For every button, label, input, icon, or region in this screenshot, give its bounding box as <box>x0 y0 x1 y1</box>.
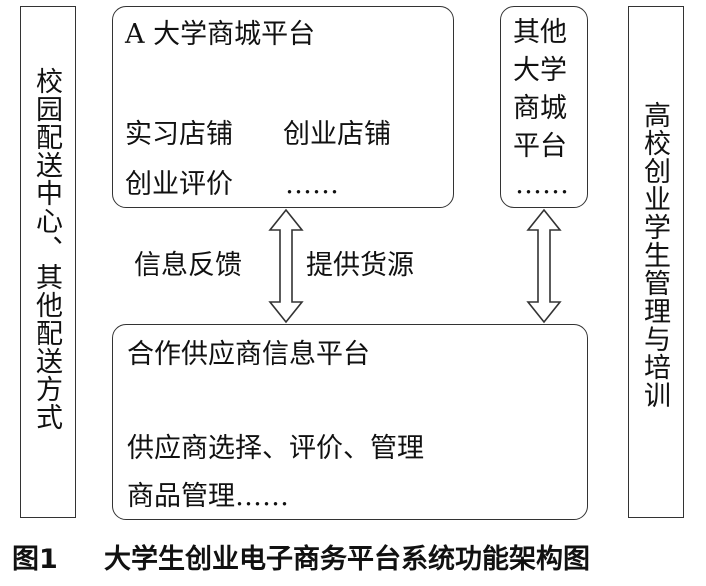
mall-a-item-internship-store: 实习店铺 <box>125 119 233 150</box>
right-panel-text: 高校创业学生管理与培训 <box>639 101 670 409</box>
supplier-line-2: 商品管理…… <box>127 481 289 512</box>
double-arrow-left <box>268 208 304 324</box>
supplier-box: 合作供应商信息平台 供应商选择、评价、管理 商品管理…… <box>112 324 588 520</box>
supplier-line-1: 供应商选择、评价、管理 <box>127 433 424 464</box>
double-arrow-right <box>526 208 562 324</box>
label-supply-goods: 提供货源 <box>306 250 414 281</box>
figure-label: 图1 <box>12 544 58 575</box>
other-mall-line-3: 商城 <box>513 93 567 124</box>
label-info-feedback: 信息反馈 <box>134 250 242 281</box>
other-mall-line-2: 大学 <box>513 55 567 86</box>
mall-a-item-startup-store: 创业店铺 <box>283 119 391 150</box>
other-mall-line-4: 平台 <box>513 131 567 162</box>
other-mall-line-5: …… <box>515 169 569 200</box>
left-panel-text: 校园配送中心、其他配送方式 <box>31 67 62 431</box>
mall-a-item-ellipsis: …… <box>285 169 339 200</box>
right-panel: 高校创业学生管理与培训 <box>628 6 684 518</box>
figure-caption: 大学生创业电子商务平台系统功能架构图 <box>104 544 590 575</box>
mall-a-box: A 大学商城平台 实习店铺 创业店铺 创业评价 …… <box>112 6 454 208</box>
supplier-title: 合作供应商信息平台 <box>127 339 370 370</box>
other-mall-line-1: 其他 <box>513 17 567 48</box>
mall-a-item-startup-review: 创业评价 <box>125 169 233 200</box>
other-mall-box: 其他 大学 商城 平台 …… <box>500 6 588 208</box>
left-panel: 校园配送中心、其他配送方式 <box>20 6 76 518</box>
mall-a-title: A 大学商城平台 <box>125 19 316 50</box>
